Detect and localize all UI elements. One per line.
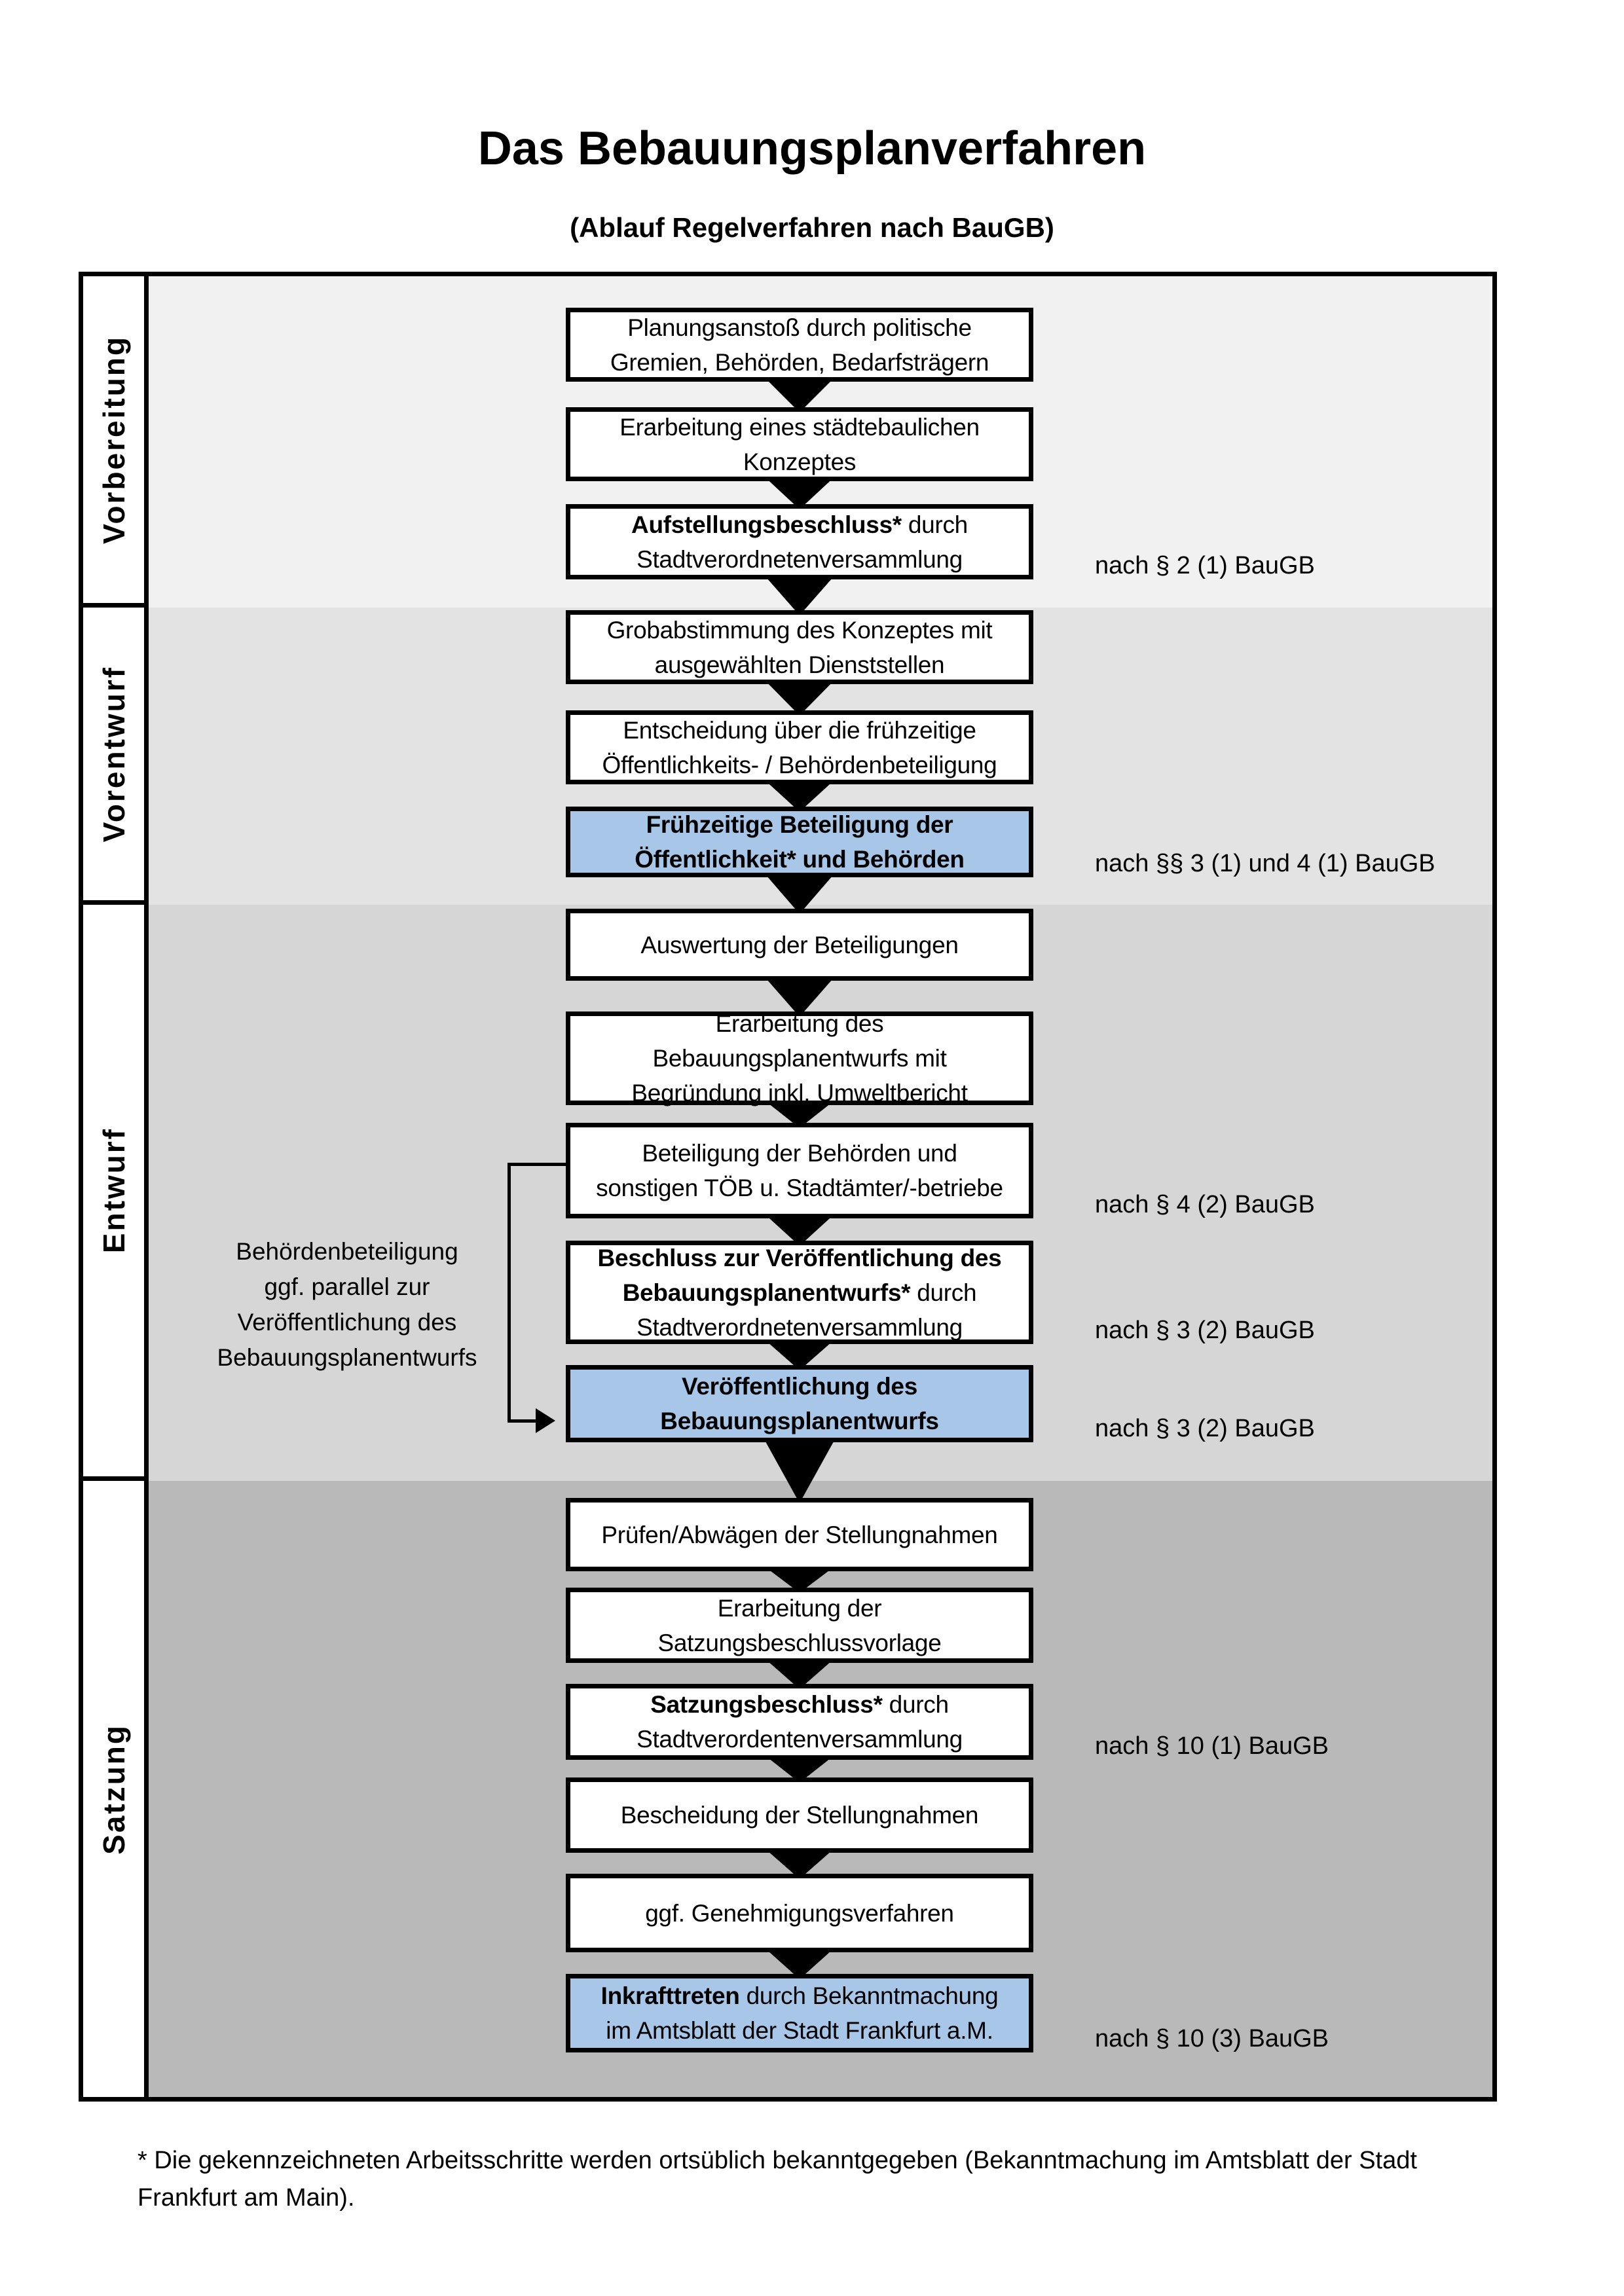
legal-ref: nach § 2 (1) BauGB — [1095, 552, 1315, 579]
bypass-arrow-vertical-segment — [507, 1163, 511, 1422]
phase-label-vorbereitung: Vorbereitung — [96, 335, 131, 544]
flow-box-text-line: Entscheidung über die frühzeitige — [623, 716, 976, 744]
phase-label-cell-satzung: Satzung — [83, 1481, 149, 2097]
flow-box-text-line: im Amtsblatt der Stadt Frankfurt a.M. — [606, 2017, 993, 2044]
side-note-line: Veröffentlichung des — [237, 1309, 457, 1336]
flow-box-text-line: Erarbeitung der — [717, 1594, 882, 1622]
flow-box-text-line: Beschluss zur Veröffentlichung des — [597, 1244, 1002, 1271]
side-note-line: Behördenbeteiligung — [236, 1238, 458, 1265]
flow-box-step-9: Beteiligung der Behörden und sonstigen TÖ… — [566, 1123, 1033, 1218]
legal-ref: nach § 3 (2) BauGB — [1095, 1415, 1315, 1442]
page-subtitle: (Ablauf Regelverfahren nach BauGB) — [570, 212, 1054, 243]
flow-box-text-line: Prüfen/Abwägen der Stellungnahmen — [601, 1521, 998, 1548]
bypass-arrow-top-segment — [507, 1163, 566, 1166]
flow-box-text-line: Öffentlichkeit* und Behörden — [635, 846, 965, 873]
flow-box-text-line: Stadtverordentenversammlung — [637, 1726, 963, 1753]
flow-box-text-line: sonstigen TÖB u. Stadtämter/-betriebe — [596, 1175, 1003, 1201]
side-note-line: ggf. parallel zur — [264, 1273, 430, 1300]
flow-box-step-4: Grobabstimmung des Konzeptes mit ausgewäh… — [566, 610, 1033, 684]
flow-box-step-16: ggf. Genehmigungsverfahren — [566, 1874, 1033, 1952]
down-arrow-icon — [762, 1436, 837, 1503]
flow-box-step-12: Prüfen/Abwägen der Stellungnahmen — [566, 1498, 1033, 1571]
page-title: Das Bebauungsplanverfahren — [477, 122, 1147, 175]
flow-box-text-line: Bescheidung der Stellungnahmen — [620, 1802, 979, 1829]
legal-ref: nach § 10 (3) BauGB — [1095, 2025, 1329, 2052]
flow-box-step-15: Bescheidung der Stellungnahmen — [566, 1777, 1033, 1853]
side-note-line: Bebauungsplanentwurfs — [217, 1344, 477, 1371]
flow-box-text-line: Bebauungsplanentwurfs mit — [652, 1045, 947, 1072]
flow-box-text-line: Konzeptes — [743, 448, 857, 475]
flow-box-step-17: Inkrafttreten durch Bekanntmachung im Amt… — [566, 1974, 1033, 2052]
flow-box-text-line: Begründung inkl. Umweltbericht — [631, 1080, 968, 1106]
flow-box-text-line: Auswertung der Beteiligungen — [640, 931, 959, 958]
footnote: * Die gekennzeichneten Arbeitsschritte w… — [138, 2142, 1539, 2217]
down-arrow-icon — [762, 974, 837, 1017]
flow-box-text-line: Erarbeitung des — [715, 1010, 884, 1037]
flow-box-text-line: Satzungsbeschlussvorlage — [657, 1629, 942, 1656]
legal-ref: nach § 3 (2) BauGB — [1095, 1317, 1315, 1344]
flow-box-text-line: Frühzeitige Beteiligung der — [646, 811, 953, 838]
bypass-arrow-bottom-segment — [507, 1419, 537, 1423]
flow-box-text-line: Öffentlichkeits- / Behördenbeteiligung — [602, 751, 997, 778]
phase-label-entwurf: Entwurf — [96, 1127, 131, 1254]
flow-box-text-line: Stadtverordnetenversammlung — [637, 1313, 963, 1341]
legal-ref: nach § 4 (2) BauGB — [1095, 1191, 1315, 1218]
flow-box-text-line: Veröffentlichung des — [682, 1373, 917, 1400]
flow-box-text-line: Planungsanstoß durch politische — [627, 314, 972, 341]
phase-label-cell-entwurf: Entwurf — [83, 905, 149, 1481]
flow-box-step-7: Auswertung der Beteiligungen — [566, 909, 1033, 981]
flow-box-text-line: Satzungsbeschluss* durch — [650, 1691, 949, 1718]
flow-box-text-line: Gremien, Behörden, Bedarfsträgern — [610, 348, 989, 376]
footnote-line-1: * Die gekennzeichneten Arbeitsschritte w… — [138, 2147, 1417, 2174]
flow-box-text-line: Inkrafttreten durch Bekanntmachung — [600, 1982, 999, 2009]
phase-label-cell-vorentwurf: Vorentwurf — [83, 608, 149, 905]
flow-box-text-line: Stadtverordnetenversammlung — [637, 545, 963, 573]
phase-label-vorentwurf: Vorentwurf — [96, 665, 131, 843]
flow-box-text-line: Bebauungsplanentwurfs — [660, 1408, 939, 1434]
flow-box-text-line: ggf. Genehmigungsverfahren — [645, 1899, 954, 1927]
legal-ref: nach § 10 (1) BauGB — [1095, 1732, 1329, 1760]
flow-box-text-line: Beteiligung der Behörden und — [642, 1140, 957, 1167]
flow-box-text-line: Grobabstimmung des Konzeptes mit — [606, 616, 993, 644]
bypass-arrowhead-icon — [536, 1408, 555, 1433]
down-arrow-icon — [762, 871, 837, 914]
phase-label-cell-vorbereitung: Vorbereitung — [83, 276, 149, 608]
flow-box-text-line: Bebauungsplanentwurfs* durch — [622, 1279, 977, 1306]
footnote-line-2: Frankfurt am Main). — [138, 2184, 355, 2212]
down-arrow-icon — [762, 573, 837, 615]
flow-box-text-line: ausgewählten Dienststellen — [654, 651, 945, 678]
phase-label-satzung: Satzung — [96, 1723, 131, 1855]
flow-box-text-line: Aufstellungsbeschluss* durch — [631, 511, 968, 538]
legal-ref: nach §§ 3 (1) und 4 (1) BauGB — [1095, 850, 1435, 877]
flow-box-text-line: Erarbeitung eines städtebaulichen — [619, 413, 980, 441]
